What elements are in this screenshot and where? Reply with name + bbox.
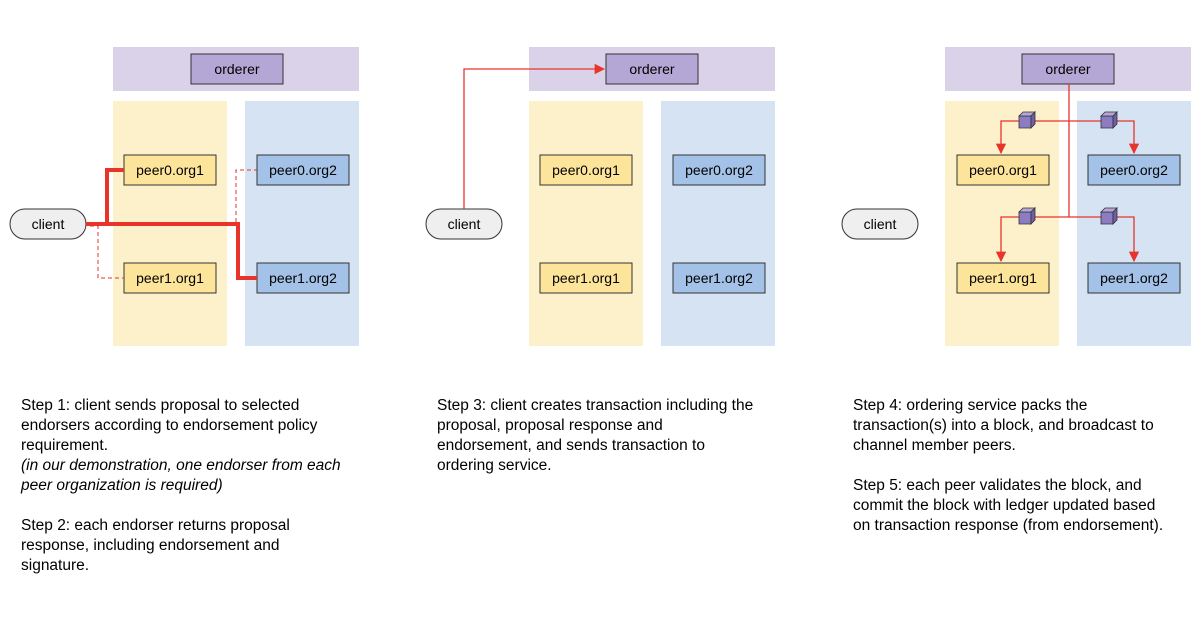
step4-text: Step 4: ordering service packs the trans… (853, 397, 1154, 454)
peer1-org2-label: peer1.org2 (685, 270, 753, 286)
step2-text: Step 2: each endorser returns proposal r… (21, 517, 290, 574)
description-column-2: Step 3: client creates transaction inclu… (437, 396, 817, 476)
panel-step4-5: orderer peer0.org1 peer1.org1 peer0.org2… (841, 47, 1191, 346)
panel-step1: orderer peer0.org1 peer1.org1 peer0.org2… (9, 47, 359, 346)
peer0-org1-node[interactable] (539, 154, 633, 186)
peer1-org2-node[interactable] (1087, 262, 1181, 294)
client-label: client (448, 216, 481, 232)
client-node[interactable] (841, 208, 919, 240)
step1-note: (in our demonstration, one endorser from… (21, 457, 341, 494)
proposal-line-peer1-org2 (86, 222, 257, 280)
block-cube-icon (1100, 207, 1118, 225)
block-cube-icon (1100, 111, 1118, 129)
peer0-org1-label: peer0.org1 (136, 162, 204, 178)
step3-text: Step 3: client creates transaction inclu… (437, 397, 754, 474)
peer1-org1-node[interactable] (123, 262, 217, 294)
broadcast-line-peer0-org1 (995, 120, 1069, 155)
block-cube-icon (1018, 207, 1036, 225)
org2-band (245, 101, 359, 346)
description-column-3: Step 4: ordering service packs the trans… (853, 396, 1198, 536)
peer0-org2-label: peer0.org2 (269, 162, 337, 178)
peer1-org2-node[interactable] (672, 262, 766, 294)
org1-band (945, 101, 1059, 346)
peer0-org1-node[interactable] (956, 154, 1050, 186)
broadcast-line-peer1-org2 (1069, 216, 1140, 263)
orderer-label: orderer (214, 61, 259, 77)
peer1-org1-label: peer1.org1 (552, 270, 620, 286)
step1-text: Step 1: client sends proposal to selecte… (21, 397, 318, 454)
orderer-node[interactable] (605, 53, 699, 85)
client-label: client (864, 216, 897, 232)
peer1-org2-node[interactable] (256, 262, 350, 294)
broadcast-line-peer1-org1 (995, 216, 1069, 263)
peer0-org2-node[interactable] (1087, 154, 1181, 186)
peer1-org2-label: peer1.org2 (269, 270, 337, 286)
orderer-node[interactable] (1021, 53, 1115, 85)
peer1-org1-node[interactable] (539, 262, 633, 294)
broadcast-line-peer0-org2 (1069, 120, 1140, 155)
orderer-label: orderer (629, 61, 674, 77)
description-column-1: Step 1: client sends proposal to selecte… (21, 396, 401, 576)
panel-step3: orderer peer0.org1 peer1.org1 peer0.org2… (425, 47, 775, 346)
peer0-org1-label: peer0.org1 (552, 162, 620, 178)
peer0-org2-node[interactable] (672, 154, 766, 186)
peer1-org1-node[interactable] (956, 262, 1050, 294)
fabric-transaction-flow-diagram: orderer peer0.org1 peer1.org1 peer0.org2… (9, 47, 1191, 346)
peer0-org2-node[interactable] (256, 154, 350, 186)
peer0-org1-label: peer0.org1 (969, 162, 1037, 178)
orderer-label: orderer (1045, 61, 1090, 77)
peer1-org1-label: peer1.org1 (969, 270, 1037, 286)
block-cube-icon (1018, 111, 1036, 129)
peer0-org2-label: peer0.org2 (1100, 162, 1168, 178)
orderer-node[interactable] (190, 53, 284, 85)
dashed-line-peer1-org1 (90, 225, 124, 279)
peer1-org2-label: peer1.org2 (1100, 270, 1168, 286)
peer1-org1-label: peer1.org1 (136, 270, 204, 286)
dashed-line-peer0-org2 (235, 169, 257, 222)
org2-band (661, 101, 775, 346)
step5-text: Step 5: each peer validates the block, a… (853, 477, 1164, 534)
transaction-arrow-to-orderer (463, 63, 606, 209)
org1-band (529, 101, 643, 346)
peer0-org2-label: peer0.org2 (685, 162, 753, 178)
client-label: client (32, 216, 65, 232)
